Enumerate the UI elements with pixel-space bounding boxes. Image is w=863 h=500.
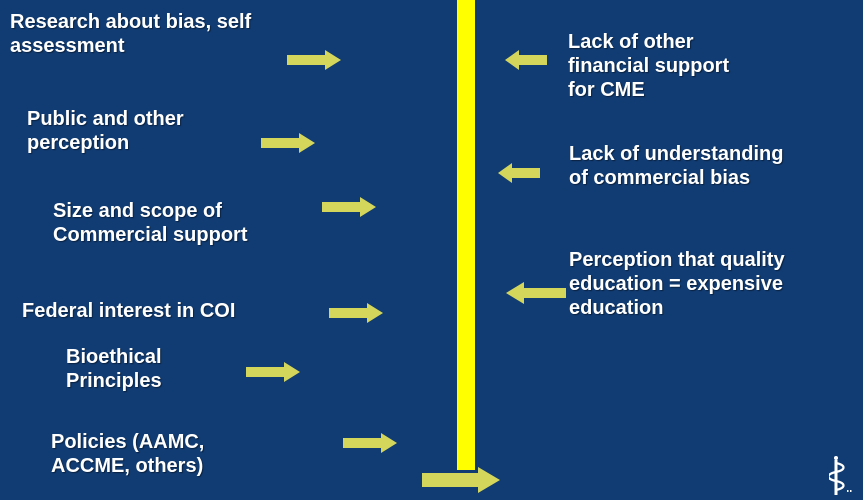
driving-force-label: Size and scope of Commercial support [53,200,248,246]
driving-force-label: Research about bias, self assessment [10,11,252,57]
right-arrow-icon [343,433,397,453]
driving-force-label: Bioethical Principles [66,346,162,392]
right-arrow-icon [261,133,315,153]
restraining-force-label: Lack of understanding of commercial bias [569,143,784,189]
left-arrow-icon [505,50,547,70]
driving-force-label: Federal interest in COI [22,300,236,322]
caduceus-icon [827,455,853,495]
driving-force-label: Policies (AAMC, ACCME, others) [51,431,205,477]
right-arrow-icon [329,303,383,323]
driving-force-label: Public and other perception [27,108,184,154]
right-arrow-icon [322,197,376,217]
left-arrow-icon [498,163,540,183]
right-arrow-icon [246,362,300,382]
left-arrow-icon [506,282,566,304]
center-divider [457,0,475,470]
right-arrow-icon [422,467,500,493]
right-arrow-icon [287,50,341,70]
restraining-force-label: Perception that quality education = expe… [569,249,785,319]
restraining-force-label: Lack of other financial support for CME [568,31,730,101]
